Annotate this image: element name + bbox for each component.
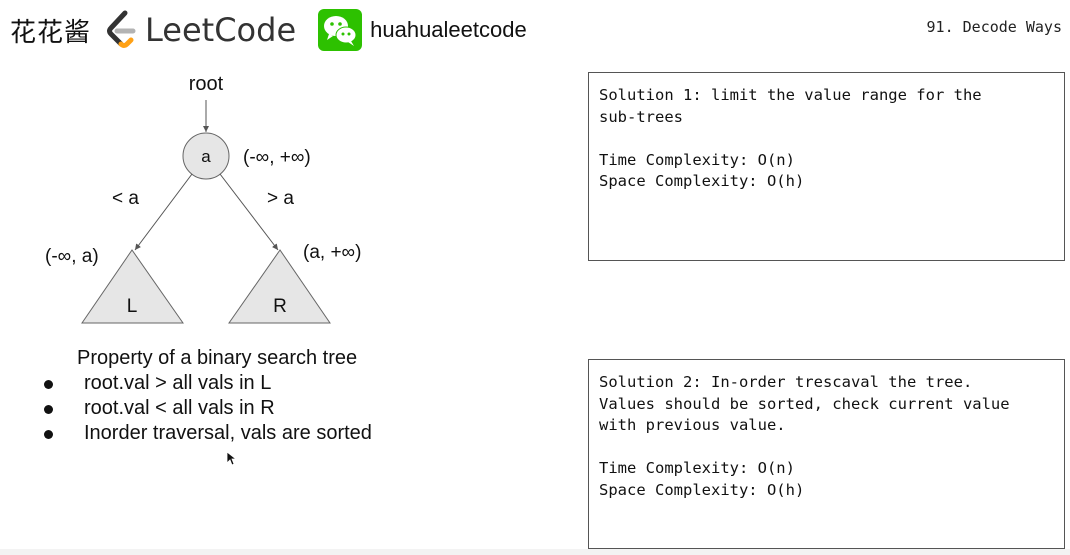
root-range: (-∞, +∞): [243, 147, 311, 168]
left-edge: [134, 173, 193, 251]
page-title: 91. Decode Ways: [926, 18, 1062, 36]
left-subtree: [81, 249, 184, 324]
list-item-text: root.val > all vals in L: [84, 372, 272, 394]
root-node-label: a: [201, 147, 211, 166]
root-node: [182, 132, 230, 180]
list-item: Inorder traversal, vals are sorted: [42, 421, 372, 446]
left-subtree-label: L: [127, 296, 138, 317]
right-subtree: [228, 249, 331, 324]
brand-cn: 花花酱: [10, 17, 92, 48]
bullet-icon: [44, 380, 53, 389]
property-title: Property of a binary search tree: [77, 347, 358, 369]
list-item-text: root.val < all vals in R: [84, 397, 275, 419]
leetcode-wordmark: LeetCode: [145, 11, 297, 49]
left-edge-label: < a: [112, 188, 139, 209]
left-range: (-∞, a): [45, 246, 99, 267]
bullet-icon: [44, 430, 53, 439]
mouse-cursor-icon: [227, 452, 237, 466]
list-item: root.val < all vals in R: [42, 396, 372, 421]
list-item-text: Inorder traversal, vals are sorted: [84, 422, 372, 444]
list-item: root.val > all vals in L: [42, 371, 372, 396]
solution-1-box: Solution 1: limit the value range for th…: [588, 72, 1065, 261]
bullet-icon: [44, 405, 53, 414]
bottom-strip: [0, 549, 1070, 555]
header-brand: 花花酱 LeetCode huahualeetcode: [10, 8, 527, 52]
right-range: (a, +∞): [303, 242, 361, 263]
wechat-icon: [318, 9, 363, 51]
right-edge: [219, 173, 279, 251]
leetcode-logo-icon: [107, 10, 136, 48]
right-subtree-label: R: [273, 296, 287, 317]
bst-diagram: root a (-∞, +∞) < a > a (-∞, a) (a, +∞) …: [45, 73, 361, 324]
solution-2-box: Solution 2: In-order trescaval the tree.…: [588, 359, 1065, 549]
right-edge-label: > a: [267, 188, 294, 209]
property-items: root.val > all vals in L root.val < all …: [42, 371, 372, 446]
wechat-handle: huahualeetcode: [370, 17, 527, 42]
bst-property-list: Property of a binary search tree root.va…: [42, 346, 372, 446]
root-label: root: [189, 73, 224, 95]
